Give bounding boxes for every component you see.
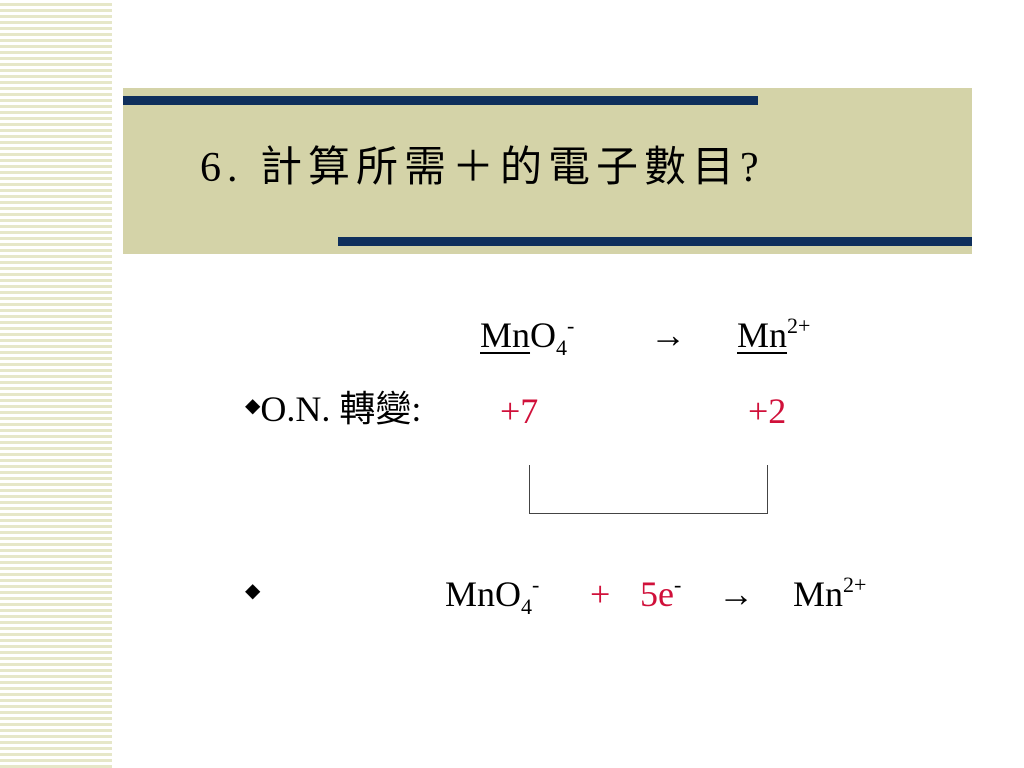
half-reaction-arrow: → bbox=[718, 574, 754, 614]
reactant-subscript: 4 bbox=[556, 335, 568, 360]
half-reactant-subscript: 4 bbox=[521, 594, 533, 619]
half-reaction-bullet-line: ◆ bbox=[245, 574, 260, 620]
on-value-reactant: +7 bbox=[500, 391, 539, 431]
half-reactant-formula: MnO bbox=[445, 574, 522, 614]
on-change-label: O.N. 轉變: bbox=[260, 389, 422, 429]
half-reactant-superscript: - bbox=[532, 572, 540, 597]
on-value-product: +2 bbox=[748, 391, 787, 431]
slide-title: 6. 計算所需＋的電子數目? bbox=[200, 145, 765, 191]
on-reactant-formula: MnO4- bbox=[480, 313, 575, 359]
half-reaction-reactant: MnO4- bbox=[445, 572, 540, 618]
left-stripe-decoration bbox=[0, 0, 112, 768]
half-reaction-plus: + bbox=[590, 574, 611, 614]
half-product-formula: Mn bbox=[793, 574, 844, 614]
title-rule-bottom bbox=[338, 237, 972, 246]
title-band bbox=[123, 88, 972, 254]
electron-count: 5e bbox=[640, 574, 674, 614]
on-product-formula: Mn2+ bbox=[737, 313, 811, 356]
on-arrow: → bbox=[650, 315, 686, 355]
product-mn: Mn bbox=[737, 315, 788, 355]
electron-transfer-bracket bbox=[529, 465, 768, 514]
product-superscript: 2+ bbox=[787, 313, 811, 338]
half-product-superscript: 2+ bbox=[843, 572, 867, 597]
bullet-diamond-icon: ◆ bbox=[245, 580, 261, 602]
reactant-superscript: - bbox=[567, 313, 575, 338]
half-reaction-electrons: 5e- bbox=[640, 572, 682, 615]
reactant-o: O bbox=[530, 315, 557, 355]
reactant-mn: Mn bbox=[480, 315, 531, 355]
bullet-diamond-icon: ◆ bbox=[245, 395, 261, 417]
half-reaction-product: Mn2+ bbox=[793, 572, 867, 615]
title-rule-top bbox=[123, 96, 758, 105]
on-change-bullet-line: ◆O.N. 轉變: bbox=[245, 389, 421, 435]
electron-superscript: - bbox=[673, 572, 682, 597]
